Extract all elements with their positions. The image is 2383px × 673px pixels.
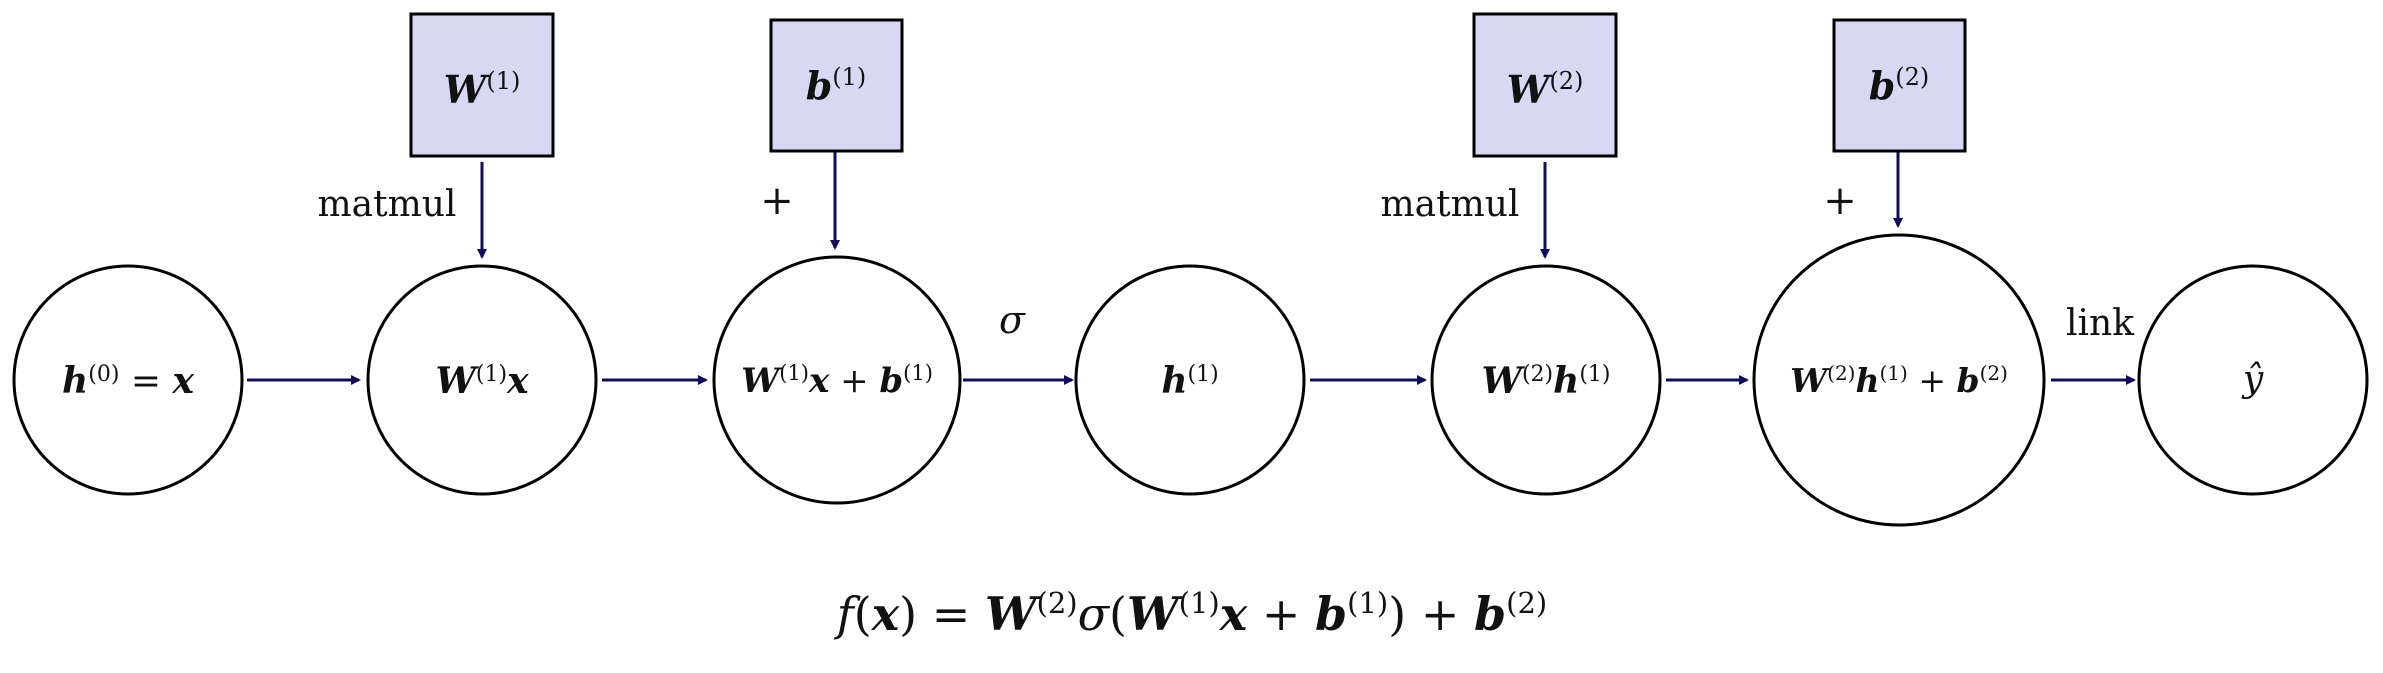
math-segment: h [1856,361,1880,400]
math-segment: (1) [1579,362,1610,387]
op-label-W2: matmul [1381,184,1520,225]
node-label-w1x: W(1)x [435,360,529,402]
math-segment: (1) [486,67,520,95]
math-segment: x [506,360,529,402]
math-segment: W [1790,361,1830,400]
math-segment: b [879,361,903,401]
param-label-b2: b(2) [1869,63,1930,108]
math-segment: b [806,63,833,108]
param-box-b2 [1832,18,1967,153]
node-circle-w1x [366,264,598,496]
math-segment: (1) [1188,362,1219,387]
param-label-W1: W(1) [444,67,521,112]
math-segment: (1) [903,361,933,385]
math-segment: (2) [1506,586,1547,620]
node-label-w2h1: W(2)h(1) [1482,360,1611,402]
math-segment: σ [1078,587,1111,641]
math-segment: (1) [1347,586,1388,620]
math-segment: b [1956,361,1979,400]
math-segment: (2) [1895,63,1929,91]
math-segment: h [1553,360,1579,402]
edge-label-sigma: σ [999,298,1026,342]
math-segment: ( [1109,587,1127,641]
math-segment: W [1127,587,1183,641]
node-label-yhat: ŷ [2241,359,2264,400]
math-segment: + [829,361,879,401]
math-segment: ) = [899,587,985,641]
node-label-w2h1b2: W(2)h(1) + b(2) [1790,361,2008,400]
node-w1xb1: W(1)x + b(1) [712,255,962,505]
math-segment: (1) [1880,361,1908,385]
math-segment: h [1161,360,1187,402]
math-segment: W [985,587,1041,641]
math-segment: (1) [779,361,809,385]
node-circle-w2h1b2 [1752,233,2046,527]
math-segment: (1) [1179,586,1220,620]
node-label-w1xb1: W(1)x + b(1) [741,361,933,401]
math-segment: (2) [1522,362,1553,387]
op-label-W1: matmul [318,184,457,225]
math-segment: ( [854,587,872,641]
math-segment: + [1247,587,1315,641]
math-segment: (0) [88,362,119,387]
math-segment: = [119,361,172,402]
math-segment: W [1482,360,1526,402]
node-w2h1b2: W(2)h(1) + b(2) [1752,233,2046,527]
node-yhat: ŷ [2137,264,2369,496]
node-circle-h1 [1074,264,1306,496]
node-h1: h(1) [1074,264,1306,496]
math-segment: (2) [1827,361,1855,385]
math-segment: ŷ [2241,359,2264,400]
node-w1x: W(1)x [366,264,598,496]
math-segment: W [741,361,782,401]
math-segment: x [808,361,830,401]
math-segment: + [1908,361,1957,400]
node-w2h1: W(2)h(1) [1430,264,1662,496]
math-segment: W [444,67,490,112]
param-b1: b(1) [769,18,904,153]
edge-label-link: link [2066,303,2135,344]
node-label-h1: h(1) [1161,360,1218,402]
node-label-h0: h(0) = x [62,360,194,402]
param-box-b1 [769,18,904,153]
param-W2: W(2) [1472,12,1618,158]
param-b2: b(2) [1832,18,1967,153]
math-segment: x [871,587,900,641]
node-circle-h0 [12,264,244,496]
op-label-b2: + [1823,178,1857,224]
math-segment: W [1507,67,1553,112]
math-segment: b [1869,63,1896,108]
math-segment: (1) [832,63,866,91]
math-segment: b [1474,587,1506,641]
param-W1: W(1) [409,12,555,158]
node-h0: h(0) = x [12,264,244,496]
math-segment: h [62,360,88,402]
param-label-b1: b(1) [806,63,867,108]
node-circle-yhat [2137,264,2369,496]
param-label-W2: W(2) [1507,67,1584,112]
param-box-W2 [1472,12,1618,158]
math-segment: ) + [1388,587,1474,641]
math-segment: x [1219,587,1248,641]
math-segment: (2) [1980,361,2008,385]
math-segment: (2) [1549,67,1583,95]
node-circle-w2h1 [1430,264,1662,496]
math-segment: b [1315,587,1347,641]
formula: f(x) = W(2)σ(W(1)x + b(1)) + b(2) [834,586,1548,641]
param-box-W1 [409,12,555,158]
math-segment: W [435,360,479,402]
op-label-b1: + [760,178,794,224]
node-circle-w1xb1 [712,255,962,505]
math-segment: (2) [1037,586,1078,620]
math-segment: x [171,360,194,402]
math-segment: (1) [476,362,507,387]
